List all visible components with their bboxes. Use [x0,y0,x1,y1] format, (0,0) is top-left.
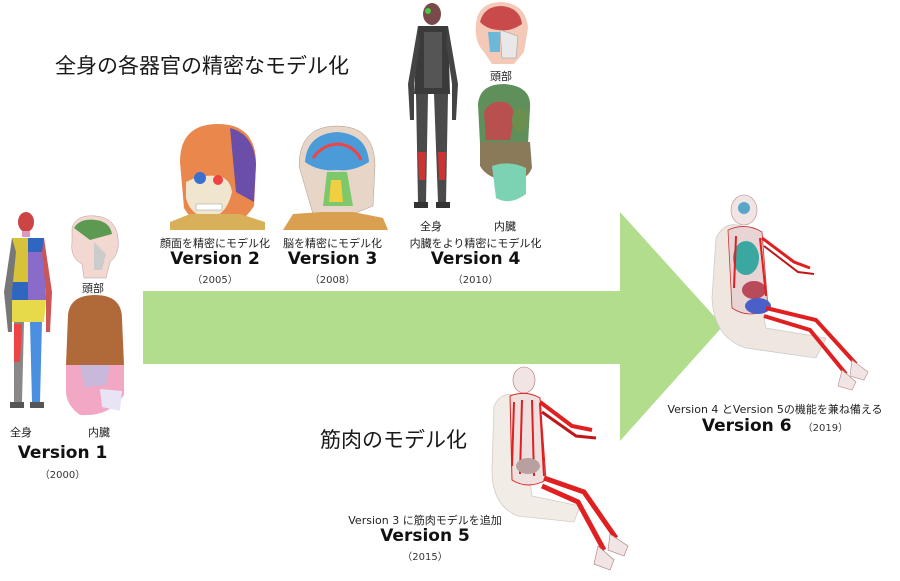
v1-full-body-figure [0,212,62,417]
muscles-heading: 筋肉のモデル化 [320,428,467,452]
v5-version-title: Version 5 [380,526,470,546]
v3-year: （2008） [309,275,356,286]
v6-year: （2019） [802,423,849,434]
v5-caption: Version 3 に筋肉モデルを追加 [348,514,502,527]
v4-organs-figure [470,82,540,207]
v4-head-figure [470,2,532,66]
v1-body-label: 全身 [10,426,32,439]
v4-caption: 内臓をより精密にモデル化 [409,237,542,250]
v1-head-figure [66,214,121,280]
v5-year: （2015） [402,552,448,563]
v5-seated-muscle-figure [488,366,638,578]
v1-head-label: 頭部 [82,282,104,295]
v4-full-body-figure [398,2,468,214]
v2-version-title: Version 2 [170,249,260,269]
v6-caption: Version 4 とVersion 5の機能を兼ね備える [667,403,883,416]
v2-face-model-figure [170,122,265,230]
v6-seated-model-figure [706,188,896,393]
v3-version-title: Version 3 [287,249,378,269]
v2-caption: 顔面を精密にモデル化 [160,237,270,250]
v4-body-label: 全身 [420,220,442,233]
v6-title-row: Version 6 （2019） [650,416,900,436]
v1-organs-label: 内臓 [88,426,110,439]
v4-version-title: Version 4 [430,249,521,269]
v1-year: （2000） [39,470,86,481]
v4-organs-label: 内臓 [494,220,516,233]
v4-head-label: 頭部 [490,70,512,83]
v1-organs-figure [60,295,130,420]
v6-version-title: Version 6 [701,416,792,436]
organs-heading: 全身の各器官の精密なモデル化 [55,54,349,78]
v2-year: （2005） [192,275,238,286]
v1-version-title: Version 1 [17,443,108,463]
v3-caption: 脳を精密にモデル化 [283,237,382,250]
v4-year: （2010） [452,275,499,286]
v3-brain-model-figure [283,122,388,230]
